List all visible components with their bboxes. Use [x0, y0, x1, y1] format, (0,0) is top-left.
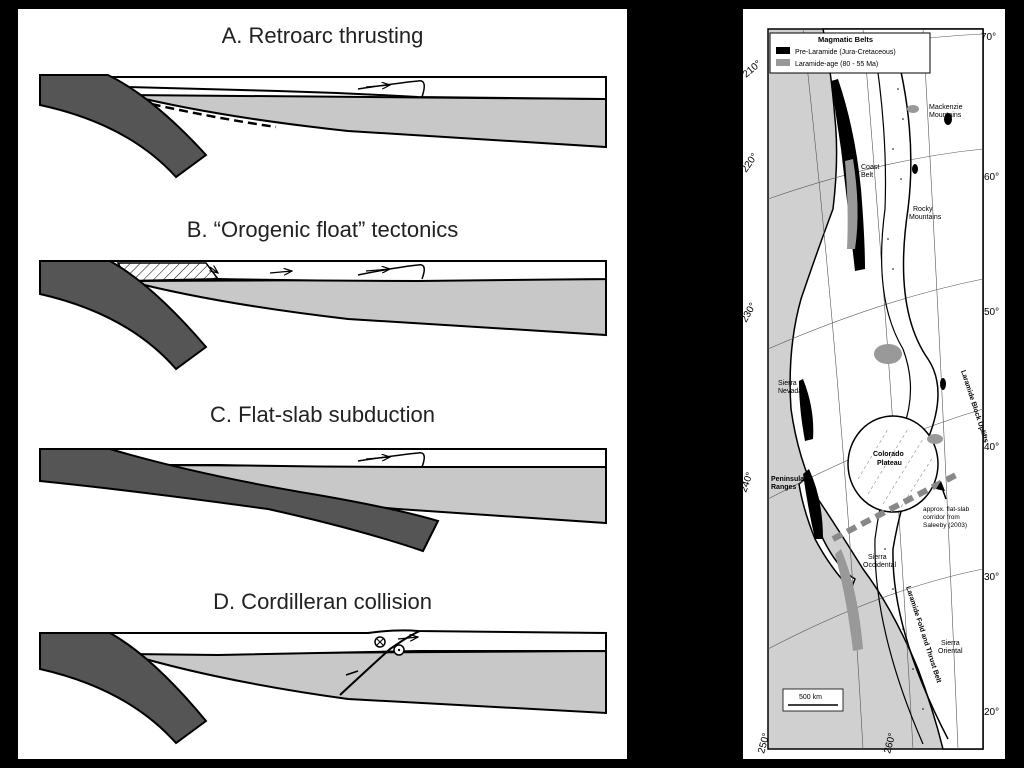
map-continent — [789, 28, 984, 750]
cross-section-panel: A. Retroarc thrusting B. “Orogenic float… — [18, 9, 627, 759]
map-thrust-front — [892, 38, 949, 740]
map-thrust-back — [872, 38, 924, 745]
label-peninsular-2: Ranges — [771, 484, 796, 491]
lon-label-230: 230° — [743, 301, 759, 324]
lon-label-240: 240° — [743, 471, 756, 494]
section-b-slip-arrow-1 — [365, 269, 390, 271]
section-a-slip-arrow — [365, 85, 390, 87]
scale-bar-label: 500 km — [799, 694, 822, 701]
label-coast-2: Belt — [861, 172, 873, 179]
section-a-lithosphere — [127, 94, 607, 149]
legend-label-pre-laramide: Pre-Laramide (Jura-Cretaceous) — [795, 49, 896, 56]
section-b — [39, 260, 607, 371]
map-legend: Magmatic Belts Pre-Laramide (Jura-Cretac… — [769, 32, 931, 74]
section-c-flat-slab — [39, 448, 440, 553]
section-b-slip-arrow-2 — [269, 271, 292, 273]
lon-label-210: 210° — [743, 59, 764, 81]
label-flat-slab-2: corridor from — [923, 514, 960, 521]
lat-label-50: 50° — [984, 307, 999, 318]
section-b-thrust — [357, 264, 425, 280]
legend-swatch-pre-laramide — [776, 47, 790, 54]
label-colorado-2: Plateau — [877, 460, 902, 467]
section-d-backthrust — [345, 670, 359, 676]
label-coast-1: Coast — [861, 164, 879, 171]
panel-title-d: D. Cordilleran collision — [213, 589, 432, 614]
lat-label-30: 30° — [984, 572, 999, 583]
label-oriental-1: Sierra — [941, 640, 960, 647]
section-b-crust — [107, 260, 607, 283]
label-oriental-2: Oriental — [938, 648, 963, 655]
label-mackenzie-1: Mackenzie — [929, 104, 963, 111]
lat-label-40: 40° — [984, 442, 999, 453]
label-flat-slab-3: Saleeby (2003) — [923, 522, 967, 529]
map-colorado-plateau — [847, 415, 939, 513]
map-scale-bar: 500 km — [782, 688, 844, 712]
map-stipple — [884, 88, 924, 710]
panel-title-b: B. “Orogenic float” tectonics — [186, 217, 459, 242]
section-b-lithosphere — [127, 277, 607, 337]
lat-label-20: 20° — [984, 707, 999, 718]
label-sierra-nevada-1: Sierra — [778, 380, 797, 387]
legend-label-laramide: Laramide-age (80 - 55 Ma) — [795, 61, 878, 68]
map-flat-slab-corridor — [831, 471, 960, 542]
label-occidental-2: Occidental — [863, 562, 897, 569]
section-d-slab — [39, 632, 208, 745]
cross-section-drawings — [39, 74, 607, 745]
section-d-lithosphere — [127, 649, 607, 715]
section-a — [39, 74, 607, 179]
panel-title-c: C. Flat-slab subduction — [210, 402, 435, 427]
label-sierra-nevada-2: Nevada — [778, 388, 802, 395]
label-occidental-1: Sierra — [868, 554, 887, 561]
lon-label-250: 250° — [756, 732, 772, 755]
label-rocky-1: Rocky — [913, 206, 933, 213]
label-peninsular-1: Peninsular — [771, 476, 807, 483]
lon-label-220: 220° — [743, 151, 760, 174]
section-d-crust — [107, 629, 607, 657]
section-c-crust — [107, 448, 607, 468]
label-flat-slab-1: approx. flat-slab — [923, 506, 970, 513]
section-c — [39, 448, 607, 553]
section-d-slip-arrow — [397, 637, 418, 639]
lat-label-70: 70° — [981, 32, 996, 43]
tectonic-map: Mackenzie Mountains Coast Belt Rocky Mou… — [743, 28, 999, 755]
label-mackenzie-2: Mountains — [929, 112, 962, 119]
section-a-slab — [39, 74, 208, 179]
legend-swatch-laramide — [776, 59, 790, 66]
section-c-slip-arrow — [365, 457, 390, 459]
map-laramide-belts — [835, 105, 943, 651]
lat-label-60: 60° — [984, 172, 999, 183]
section-a-crust — [107, 76, 607, 101]
map-panel: Mackenzie Mountains Coast Belt Rocky Mou… — [743, 9, 1005, 759]
label-rocky-2: Mountains — [909, 214, 942, 221]
panel-title-a: A. Retroarc thrusting — [221, 23, 424, 48]
section-b-slab — [39, 260, 208, 371]
section-b-slip-arrow-3 — [210, 267, 218, 273]
map-plateau-hatch — [857, 428, 934, 508]
label-colorado-1: Colorado — [873, 451, 904, 458]
lon-label-260: 260° — [882, 732, 898, 755]
legend-title: Magmatic Belts — [818, 35, 873, 44]
section-d — [39, 629, 607, 745]
